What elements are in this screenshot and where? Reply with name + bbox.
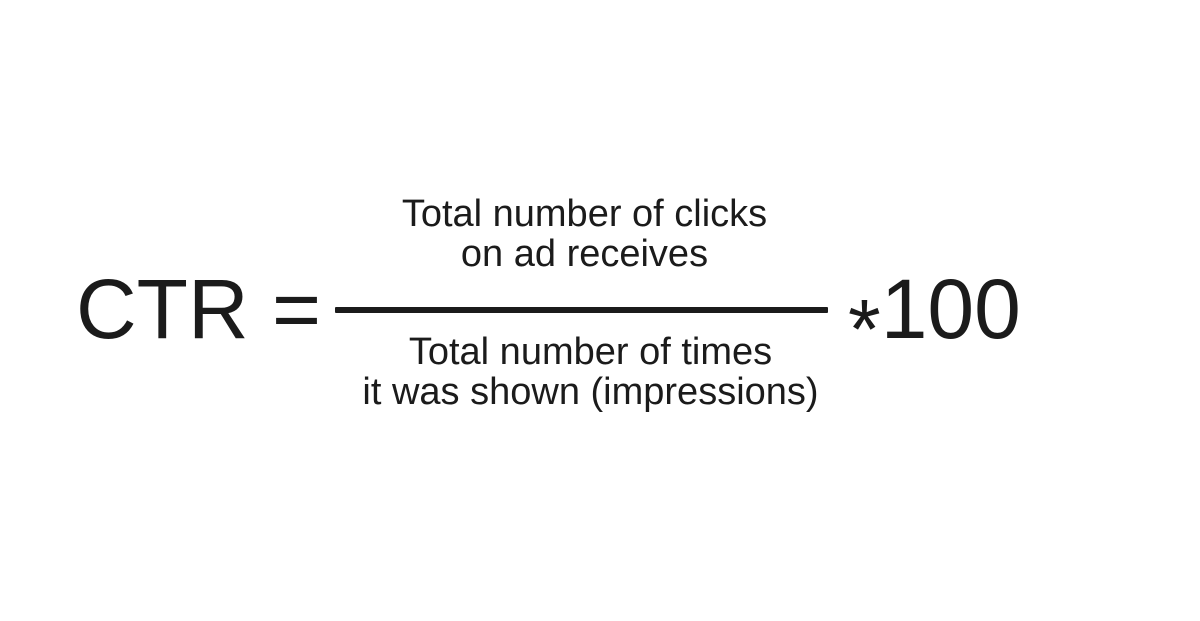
fraction-denominator: Total number of times it was shown (impr… (344, 332, 837, 412)
denominator-line-2: it was shown (impressions) (362, 371, 819, 413)
formula-lhs-label: CTR = (76, 262, 322, 356)
formula-multiplier: *100 (848, 267, 1021, 371)
multiply-asterisk: * (848, 282, 881, 377)
fraction-numerator: Total number of clicks on ad receives (338, 194, 831, 274)
denominator-line-1: Total number of times (408, 331, 773, 373)
numerator-line-2: on ad receives (460, 233, 709, 275)
numerator-line-1: Total number of clicks (401, 193, 768, 235)
fraction-bar (335, 307, 828, 313)
multiplier-value: 100 (880, 262, 1021, 356)
fraction: Total number of clicks on ad receives To… (335, 194, 828, 412)
